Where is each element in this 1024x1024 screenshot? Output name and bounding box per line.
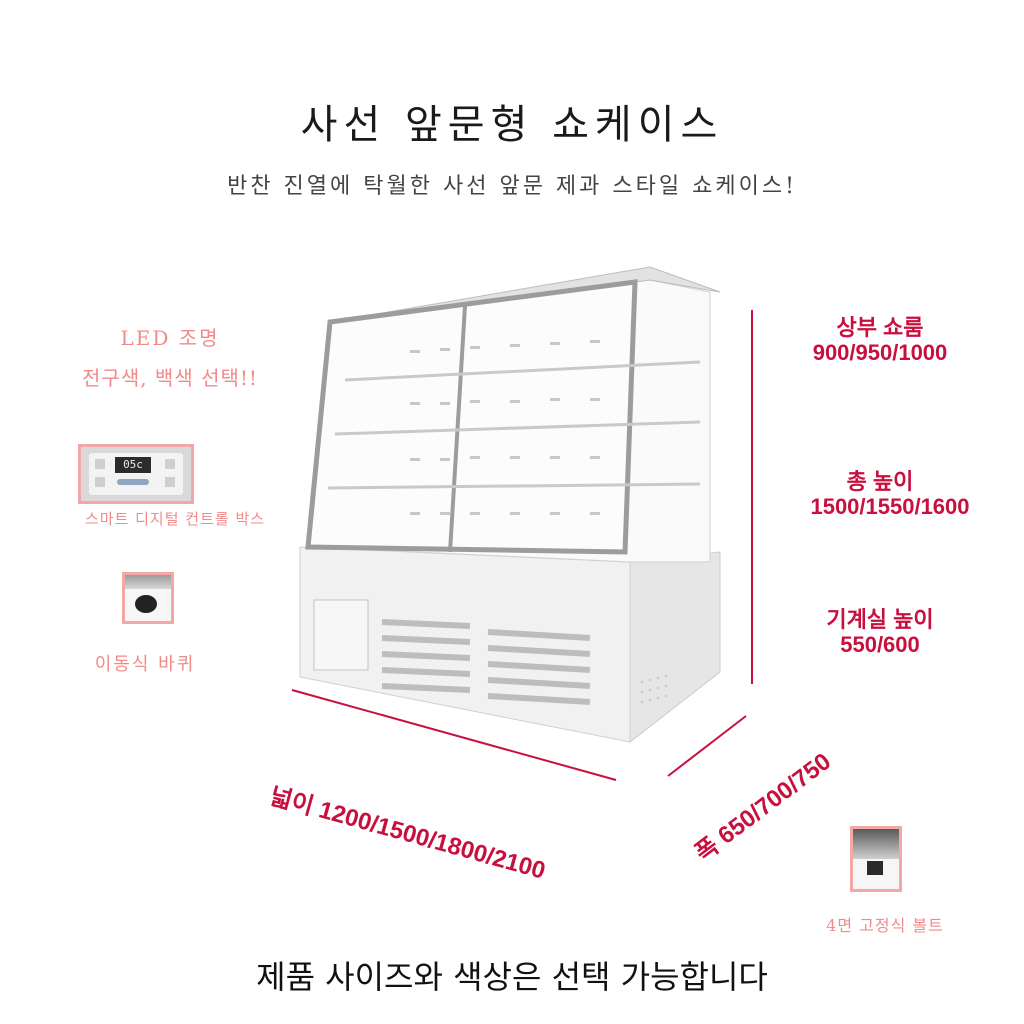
total-height-label: 총 높이 — [846, 469, 914, 494]
brand-logo-icon — [117, 479, 149, 485]
bolt-thumbnail — [850, 826, 902, 892]
controller-display: 05c — [115, 457, 151, 473]
machine-room-values: 550/600 — [840, 632, 920, 657]
page-subtitle: 반찬 진열에 탁월한 사선 앞문 제과 스타일 쇼케이스! — [227, 174, 797, 199]
upper-showroom-label: 상부 쇼룸 — [836, 315, 924, 340]
controller-button-icon — [95, 477, 105, 487]
bolt-caption: 4면 고정식 볼트 — [826, 916, 944, 935]
glass-shelves — [327, 360, 701, 490]
led-caption-line2: 전구색, 백색 선택!! — [82, 366, 258, 390]
depth-dimension-line — [667, 715, 747, 777]
wheel-icon — [135, 595, 157, 613]
showcase-illustration — [299, 266, 721, 744]
bolt-icon — [867, 861, 883, 875]
side-vent-dots — [640, 674, 668, 704]
controller-caption: 스마트 디지털 컨트롤 박스 — [84, 510, 266, 528]
footer-note: 제품 사이즈와 색상은 선택 가능합니다 — [256, 958, 768, 996]
controller-button-icon — [165, 477, 175, 487]
vent-grille — [381, 619, 591, 705]
controller-thumbnail: 05c — [78, 444, 194, 504]
page-title: 사선 앞문형 쇼케이스 — [300, 102, 724, 148]
wheel-caption: 이동식 바퀴 — [94, 654, 196, 675]
controller-button-icon — [95, 459, 105, 469]
back-panel-vents — [410, 340, 600, 515]
upper-showroom-values: 900/950/1000 — [812, 340, 948, 365]
wheel-thumbnail — [122, 572, 174, 624]
led-caption-line1: LED 조명 — [120, 326, 220, 350]
total-height-values: 1500/1550/1600 — [810, 494, 970, 519]
controller-panel: 05c — [89, 453, 183, 495]
machine-room-label: 기계실 높이 — [826, 607, 934, 632]
controller-button-icon — [165, 459, 175, 469]
width-dimension-line — [291, 689, 617, 781]
access-door — [313, 599, 369, 671]
